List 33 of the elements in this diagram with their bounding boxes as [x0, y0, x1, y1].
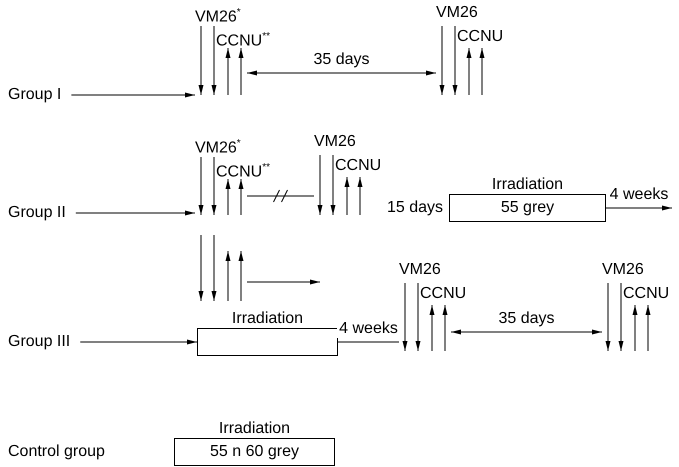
- box-heading: Irradiation: [490, 176, 564, 194]
- drug-label: VM26: [314, 133, 356, 151]
- arrow: [450, 330, 602, 334]
- irradiation-box: 55 n 60 grey: [174, 438, 335, 466]
- arrow: [246, 70, 436, 76]
- arrow: [80, 340, 198, 344]
- arrow: [606, 206, 672, 210]
- arrow: [246, 280, 320, 284]
- group-label: Control group: [8, 443, 115, 461]
- arrow: [75, 210, 196, 216]
- drug-label: CCNU$^{**}$: [216, 161, 270, 182]
- box-heading: Irradiation: [230, 310, 304, 328]
- group-label: Group II: [8, 204, 76, 222]
- irradiation-box: 55 grey: [449, 194, 606, 222]
- drug-label: VM26: [436, 4, 478, 22]
- edge-label: 35 days: [496, 310, 557, 328]
- drug-label: VM26: [602, 261, 644, 279]
- drug-label: CCNU: [457, 28, 504, 46]
- group-label: Group III: [8, 333, 80, 351]
- drug-label: CCNU: [623, 285, 670, 303]
- edge-label: 35 days: [311, 51, 372, 69]
- arrow: [246, 190, 314, 202]
- edge-label: 4 weeks: [337, 320, 400, 338]
- drug-label: CCNU: [420, 285, 466, 303]
- drug-label: CCNU: [335, 157, 382, 175]
- interval-label: 15 days: [386, 199, 443, 217]
- drug-label: VM26: [399, 261, 441, 279]
- arrow: [70, 92, 196, 98]
- drug-label: VM26$^{*}$: [195, 6, 241, 26]
- drug-label: VM26$^{*}$: [195, 137, 241, 158]
- drug-label: CCNU$^{**}$: [216, 30, 270, 50]
- group-label: Group I: [8, 86, 72, 104]
- box-heading: Irradiation: [218, 420, 292, 438]
